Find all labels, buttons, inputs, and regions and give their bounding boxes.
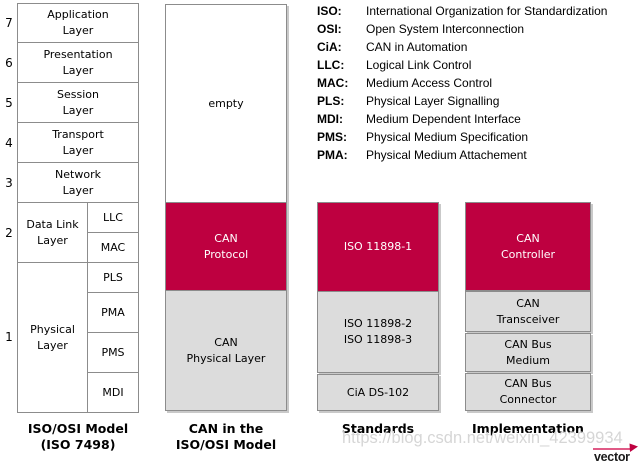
legend-row-iso: ISO: International Organization for Stand…	[317, 2, 637, 20]
osi-sublayer-mac-label: MAC	[100, 240, 126, 254]
can-physical-layer-box: CAN Physical Layer	[165, 290, 287, 411]
abbreviation-legend: ISO: International Organization for Stand…	[317, 2, 637, 164]
osi-sublayer-llc-box: LLC	[87, 202, 139, 233]
standards-iso11898-1-box: ISO 11898-1	[317, 202, 439, 292]
implementation-can-controller-box: CAN Controller	[465, 202, 591, 291]
legend-abbr: PMS:	[317, 130, 347, 144]
legend-definition: Physical Layer Signalling	[366, 94, 500, 108]
legend-definition: Physical Medium Attachement	[366, 148, 527, 162]
vector-logo: vector	[593, 443, 638, 463]
osi-physical-layer-box: Physical Layer	[17, 262, 88, 413]
vector-logo-arrow-icon	[629, 443, 638, 452]
legend-row-pms: PMS: Physical Medium Specification	[317, 128, 637, 146]
legend-row-pls: PLS: Physical Layer Signalling	[317, 92, 637, 110]
legend-definition: Logical Link Control	[366, 58, 472, 72]
legend-definition: Medium Access Control	[366, 76, 493, 90]
standards-iso11898-23-label: ISO 11898-2 ISO 11898-3	[343, 317, 413, 346]
osi-physical-layer-label: Physical Layer	[30, 322, 75, 352]
legend-row-osi: OSI: Open System Interconnection	[317, 20, 637, 38]
osi-datalink-layer-label: Data Link Layer	[26, 217, 79, 247]
implementation-can-transceiver-box: CAN Transceiver	[465, 291, 591, 332]
osi-sublayer-pms-box: PMS	[87, 332, 139, 373]
legend-definition: CAN in Automation	[366, 40, 468, 54]
legend-abbr: MDI:	[317, 112, 343, 126]
caption-iso-osi-model: ISO/OSI Model (ISO 7498)	[27, 421, 129, 453]
caption-implementation: Implementation	[472, 421, 584, 436]
osi-sublayer-mdi-box: MDI	[87, 372, 139, 413]
caption-standards: Standards	[341, 421, 415, 436]
can-empty-label: empty	[208, 96, 244, 110]
can-physical-layer-label: CAN Physical Layer	[186, 335, 266, 365]
legend-abbr: MAC:	[317, 76, 349, 90]
osi-datalink-layer-box: Data Link Layer	[17, 202, 88, 263]
osi-layer-number-6: 6	[5, 56, 13, 70]
legend-definition: Open System Interconnection	[366, 22, 525, 36]
legend-abbr: PMA:	[317, 148, 348, 162]
legend-definition: Medium Dependent Interface	[366, 112, 521, 126]
osi-application-layer-box: Application Layer	[17, 3, 139, 43]
osi-transport-layer-box: Transport Layer	[17, 122, 139, 163]
legend-abbr: CiA:	[317, 40, 342, 54]
osi-session-layer-label: Session Layer	[57, 87, 99, 117]
osi-transport-layer-label: Transport Layer	[52, 127, 104, 157]
osi-sublayer-pma-label: PMA	[101, 305, 125, 319]
legend-row-mdi: MDI: Medium Dependent Interface	[317, 110, 637, 128]
legend-abbr: PLS:	[317, 94, 345, 108]
implementation-can-bus-medium-box: CAN Bus Medium	[465, 333, 591, 372]
can-empty-box: empty	[165, 4, 287, 203]
osi-sublayer-pma-box: PMA	[87, 292, 139, 333]
implementation-can-transceiver-label: CAN Transceiver	[496, 296, 560, 326]
osi-layer-number-5: 5	[5, 96, 13, 110]
osi-sublayer-pms-label: PMS	[101, 345, 125, 359]
osi-sublayer-pls-box: PLS	[87, 262, 139, 293]
can-protocol-box: CAN Protocol	[165, 202, 287, 291]
osi-layer-number-4: 4	[5, 136, 13, 150]
osi-sublayer-llc-label: LLC	[103, 210, 123, 224]
osi-presentation-layer-box: Presentation Layer	[17, 42, 139, 83]
legend-abbr: OSI:	[317, 22, 342, 36]
legend-row-cia: CiA: CAN in Automation	[317, 38, 637, 56]
legend-abbr: ISO:	[317, 4, 342, 18]
legend-row-llc: LLC: Logical Link Control	[317, 56, 637, 74]
legend-definition: Physical Medium Specification	[366, 130, 529, 144]
standards-iso11898-23-box: ISO 11898-2 ISO 11898-3	[317, 291, 439, 373]
osi-network-layer-label: Network Layer	[55, 167, 101, 197]
watermark-text: https://blog.csdn.net/weixin_42399934	[342, 429, 623, 447]
osi-layer-number-3: 3	[5, 176, 13, 190]
implementation-can-bus-medium-label: CAN Bus Medium	[504, 337, 552, 367]
legend-abbr: LLC:	[317, 58, 345, 72]
legend-row-pma: PMA: Physical Medium Attachement	[317, 146, 637, 164]
implementation-can-controller-label: CAN Controller	[500, 231, 556, 261]
osi-sublayer-pls-label: PLS	[103, 270, 123, 284]
implementation-can-bus-connector-box: CAN Bus Connector	[465, 373, 591, 411]
osi-sublayer-mdi-label: MDI	[102, 385, 124, 399]
standards-iso11898-1-label: ISO 11898-1	[343, 240, 413, 254]
can-protocol-label: CAN Protocol	[203, 231, 249, 261]
osi-presentation-layer-label: Presentation Layer	[43, 47, 113, 77]
osi-layer-number-2: 2	[5, 226, 13, 240]
standards-cia-ds102-label: CiA DS-102	[346, 385, 410, 399]
implementation-can-bus-connector-label: CAN Bus Connector	[499, 377, 557, 406]
osi-session-layer-box: Session Layer	[17, 82, 139, 123]
caption-can-in-osi-model: CAN in the ISO/OSI Model	[175, 421, 277, 453]
legend-row-mac: MAC: Medium Access Control	[317, 74, 637, 92]
osi-layer-number-7: 7	[5, 16, 13, 30]
osi-network-layer-box: Network Layer	[17, 162, 139, 203]
osi-sublayer-mac-box: MAC	[87, 232, 139, 263]
vector-logo-text: vector	[594, 450, 630, 463]
standards-cia-ds102-box: CiA DS-102	[317, 374, 439, 411]
osi-application-layer-label: Application Layer	[47, 8, 109, 37]
legend-definition: International Organization for Standardi…	[366, 4, 608, 18]
osi-layer-number-1: 1	[5, 330, 13, 344]
